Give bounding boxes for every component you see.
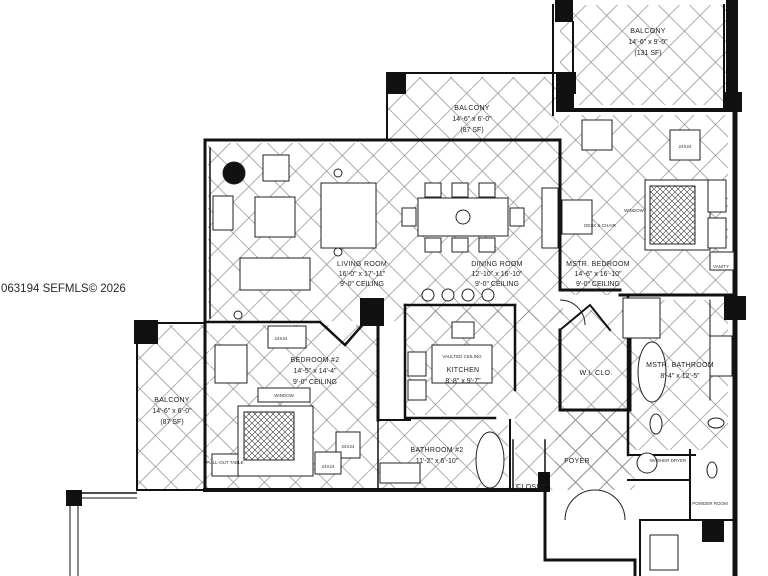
svg-text:BALCONY: BALCONY	[454, 105, 490, 112]
nightstand-icon	[314, 451, 342, 475]
bathroom-2-label: BATHROOM #2 11'-2" x 6'-10"	[411, 447, 464, 465]
vanity-icon	[379, 462, 421, 484]
room-labels: BALCONY 14'-6" x 9'-0" (131 SF) BALCONY …	[152, 28, 728, 506]
balcony-top-right-label: BALCONY 14'-6" x 9'-0" (131 SF)	[628, 28, 668, 57]
washer-dryer-label: WASHER DRYER	[650, 458, 687, 463]
svg-text:9'-0" CEILING: 9'-0" CEILING	[293, 379, 337, 386]
mls-watermark: 063194 SEFMLS© 2026	[1, 283, 126, 295]
svg-text:8'-8" x 9'-7": 8'-8" x 9'-7"	[445, 378, 481, 385]
svg-text:24X24: 24X24	[321, 464, 335, 469]
svg-text:8'-4" x 12'-5": 8'-4" x 12'-5"	[660, 373, 700, 380]
svg-text:DESK & CHAIR: DESK & CHAIR	[584, 223, 617, 228]
furniture-labels: WINDOW 24X24 24X24 PULL-OUT TABLE 24X24 …	[206, 144, 729, 469]
svg-text:24X24: 24X24	[341, 444, 355, 449]
living-room-label: LIVING ROOM 16'-0" x 17'-11" 9'-0" CEILI…	[337, 261, 387, 288]
svg-text:DINING ROOM: DINING ROOM	[471, 261, 523, 268]
nightstand-icon	[707, 217, 727, 249]
shower-icon	[622, 297, 661, 339]
svg-text:14'-5" x 14'-4": 14'-5" x 14'-4"	[293, 368, 337, 375]
dresser-icon	[257, 387, 311, 403]
svg-text:LIVING ROOM: LIVING ROOM	[337, 261, 387, 268]
svg-text:BALCONY: BALCONY	[154, 397, 190, 404]
dining-room-label: DINING ROOM 12'-10" x 16'-10" 9'-0" CEIL…	[471, 261, 523, 288]
buffet-icon	[541, 187, 559, 249]
chair-icon	[214, 344, 248, 384]
svg-text:24X24: 24X24	[274, 336, 288, 341]
light-marker-icon	[233, 310, 243, 320]
svg-text:12'-10" x 16'-10": 12'-10" x 16'-10"	[472, 271, 523, 278]
sink-icon	[451, 321, 475, 339]
desk-icon	[267, 325, 307, 349]
svg-text:WINDOW: WINDOW	[624, 208, 644, 213]
nightstand-icon	[211, 453, 239, 477]
wic-label: W.I. CLO.	[579, 370, 612, 377]
svg-text:14'-6" x 9'-0": 14'-6" x 9'-0"	[628, 39, 668, 46]
armchair-icon	[262, 154, 290, 182]
master-bath-label: MSTR. BATHROOM 8'-4" x 12'-5"	[646, 362, 714, 380]
svg-text:24X24: 24X24	[678, 144, 692, 149]
svg-text:WINDOW: WINDOW	[274, 393, 294, 398]
svg-text:BEDROOM #2: BEDROOM #2	[291, 357, 340, 364]
balcony-left-label: BALCONY 14'-6" x 6'-0" (87 SF)	[152, 397, 192, 426]
kitchen-island-icon	[431, 344, 493, 384]
svg-text:16'-0" x 17'-11": 16'-0" x 17'-11"	[339, 271, 386, 278]
stove-icon	[407, 351, 427, 377]
light-marker-icon	[455, 209, 471, 225]
svg-text:9'-0" CEILING: 9'-0" CEILING	[340, 281, 384, 288]
toilet-icon	[707, 417, 725, 429]
balcony-edge	[66, 492, 137, 576]
svg-text:14'-6" x 6'-0": 14'-6" x 6'-0"	[452, 116, 492, 123]
bedroom-2-label: BEDROOM #2 14'-5" x 14'-4" 9'-0" CEILING	[291, 357, 340, 386]
svg-text:BALCONY: BALCONY	[630, 28, 666, 35]
svg-text:9'-0" CEILING: 9'-0" CEILING	[475, 281, 519, 288]
svg-text:(131 SF): (131 SF)	[634, 50, 661, 57]
dresser-icon	[709, 251, 735, 271]
svg-text:MSTR. BATHROOM: MSTR. BATHROOM	[646, 362, 714, 369]
svg-text:BATHROOM #2: BATHROOM #2	[411, 447, 464, 454]
kitchen-label: VAULTED CEILING KITCHEN 8'-8" x 9'-7"	[442, 354, 482, 385]
tub-icon	[475, 431, 505, 489]
balcony-top-mid-label: BALCONY 14'-6" x 6'-0" (87 SF)	[452, 105, 492, 134]
side-table-icon	[212, 195, 234, 231]
dining-table-icon	[417, 197, 509, 237]
closet-label: CLOSET	[516, 484, 546, 491]
vanity-icon	[709, 335, 733, 377]
light-marker-icon	[333, 247, 343, 257]
tub-icon	[637, 341, 667, 403]
toilet-icon	[706, 461, 718, 479]
svg-text:(87 SF): (87 SF)	[160, 419, 183, 426]
svg-text:9'-0" CEILING: 9'-0" CEILING	[576, 281, 620, 288]
svg-text:14'-6" x 6'-0": 14'-6" x 6'-0"	[152, 408, 192, 415]
svg-text:VANITY: VANITY	[713, 264, 729, 269]
armchair-icon	[254, 196, 296, 238]
svg-text:PULL-OUT TABLE: PULL-OUT TABLE	[206, 460, 243, 465]
furniture	[211, 119, 735, 571]
master-bedroom-label: MSTR. BEDROOM 14'-6" x 16'-10" 9'-0" CEI…	[566, 261, 630, 288]
fridge-icon	[407, 379, 427, 401]
sofa-icon	[320, 182, 377, 249]
light-marker-icon	[333, 168, 343, 178]
svg-text:KITCHEN: KITCHEN	[447, 367, 480, 374]
sink-icon	[649, 534, 679, 571]
desk-icon	[561, 199, 593, 235]
round-table-icon	[222, 161, 246, 185]
svg-text:MSTR. BEDROOM: MSTR. BEDROOM	[566, 261, 630, 268]
sofa-icon	[239, 257, 311, 291]
chair-icon	[581, 119, 613, 151]
chair-icon	[669, 129, 701, 161]
foyer-label: FOYER	[564, 458, 590, 465]
powder-room-label: POWDER ROOM	[692, 501, 728, 506]
svg-text:14'-6" x 16'-10": 14'-6" x 16'-10"	[575, 271, 622, 278]
svg-text:VAULTED CEILING: VAULTED CEILING	[442, 354, 482, 359]
columns	[66, 0, 746, 542]
washer-icon	[636, 452, 658, 474]
svg-text:(87 SF): (87 SF)	[460, 127, 483, 134]
toilet-icon	[649, 413, 663, 435]
nightstand-icon	[707, 179, 727, 213]
svg-text:11'-2" x 6'-10": 11'-2" x 6'-10"	[416, 458, 459, 465]
